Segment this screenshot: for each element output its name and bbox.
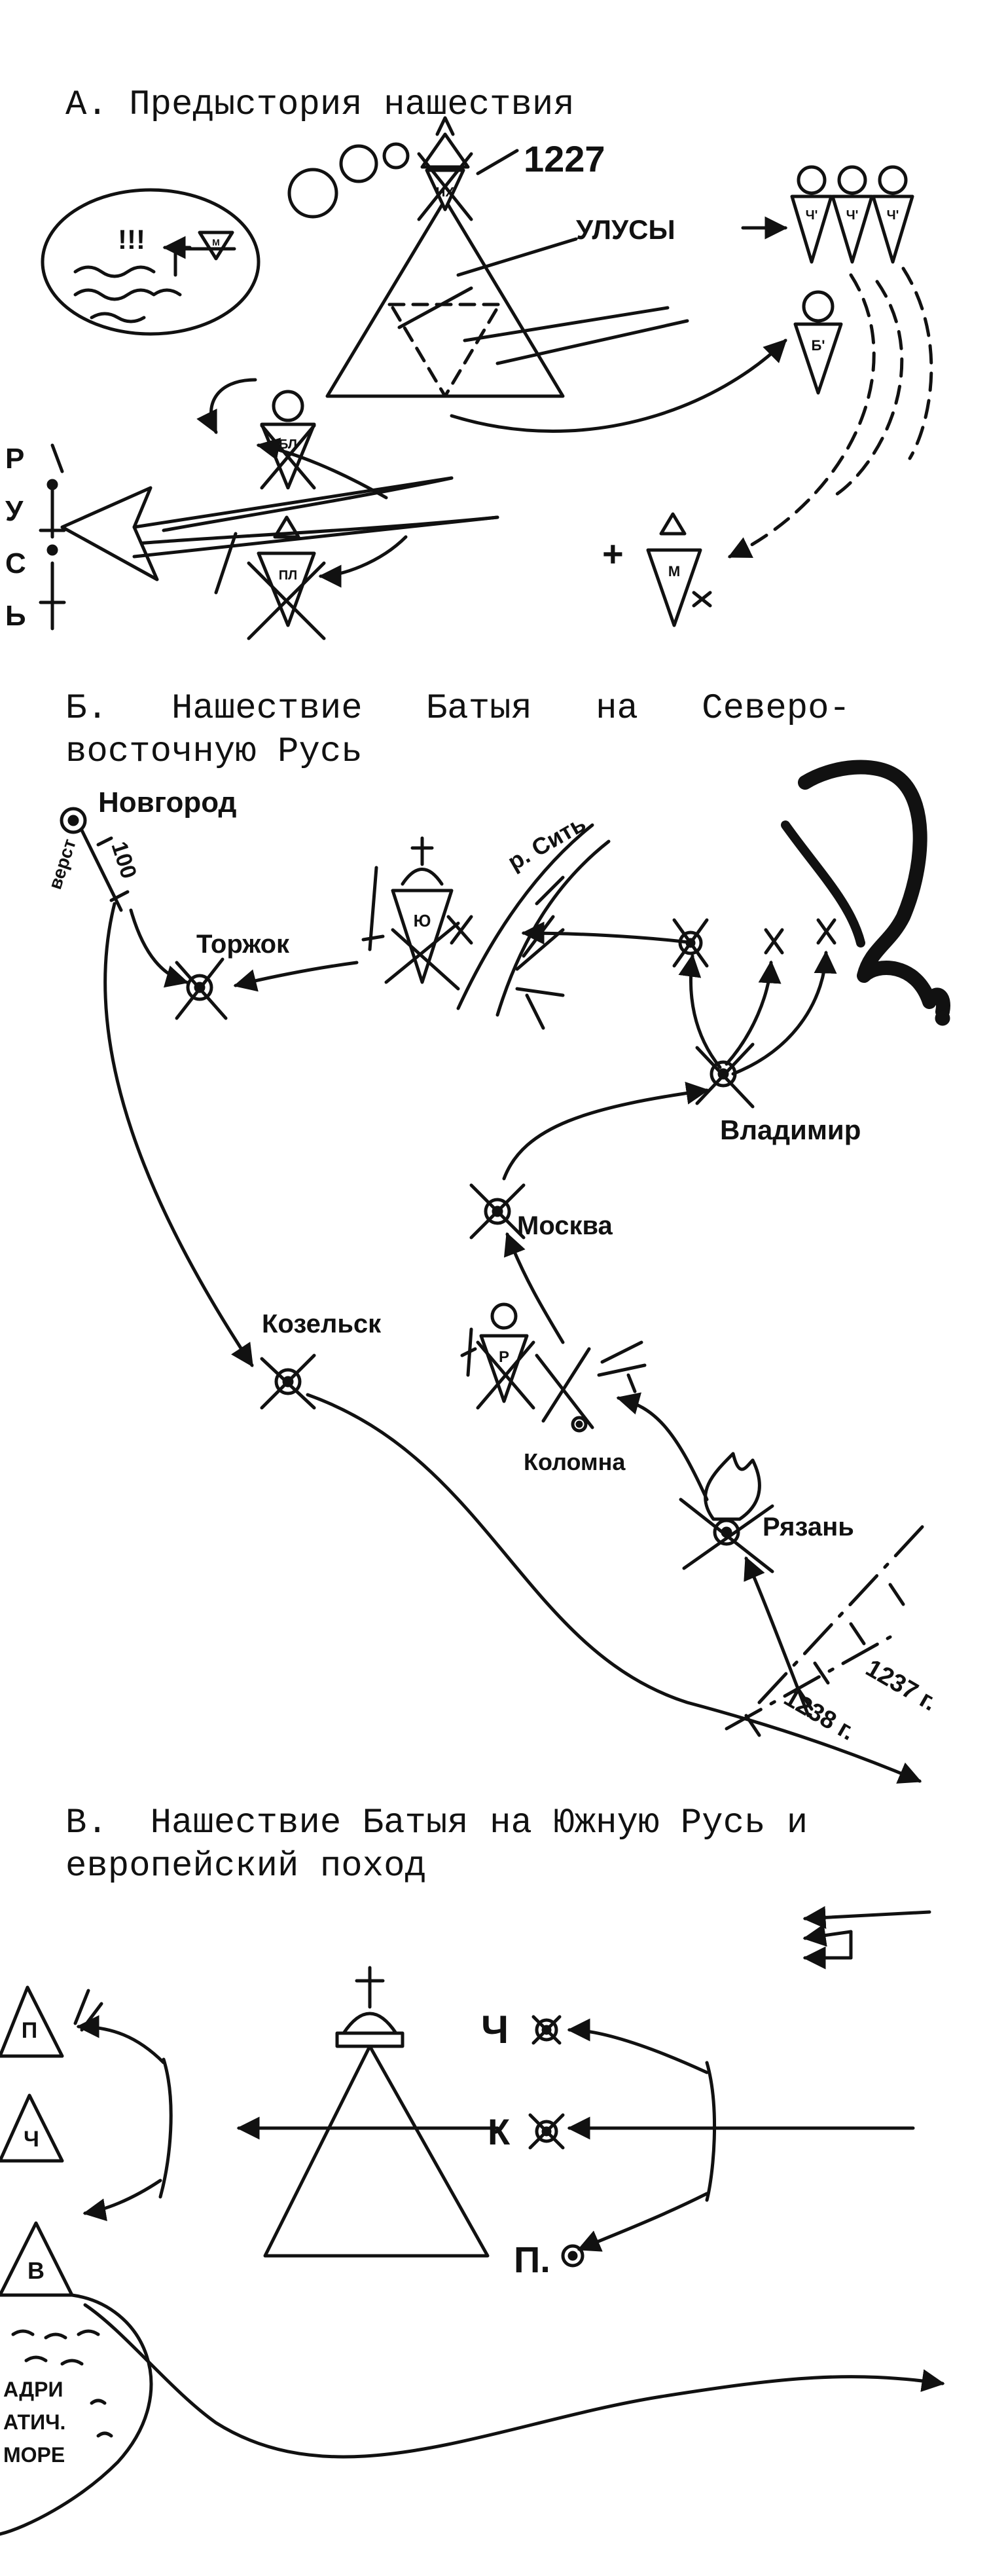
label-sit-river: р. Сить <box>503 809 590 875</box>
r-badge: Р <box>499 1348 509 1366</box>
year-tracks <box>725 1517 931 1737</box>
bl-figure <box>196 378 316 490</box>
left-letter-s: С <box>5 547 26 580</box>
sea-shore <box>0 2293 153 2536</box>
label-1238: 1238 г. <box>780 1684 860 1746</box>
lake-wave-2 <box>73 288 182 301</box>
ulus-badge-3: Ч' <box>887 208 899 223</box>
ch-city-marker <box>531 2015 562 2045</box>
thought-bubble <box>41 142 410 336</box>
lake-mark: !!! <box>118 224 145 255</box>
sea-label-1: АДРИ <box>3 2378 63 2401</box>
diagram-b-labels: Новгород верст 100 Торжок Ю р. Сить Влад… <box>45 786 941 1746</box>
ink-blob <box>798 760 950 1019</box>
left-letter-u: У <box>5 495 24 527</box>
batu-figure <box>450 290 843 433</box>
k-city-label: К <box>488 2111 511 2152</box>
ulus-badge-2: Ч' <box>846 208 859 223</box>
big-left-arrow <box>60 437 499 588</box>
lake-badge: М <box>212 237 220 248</box>
sit-river <box>456 823 611 1030</box>
ch-city-label: Ч <box>481 2008 509 2052</box>
lake-wave-3 <box>90 312 146 323</box>
label-1237: 1237 г. <box>861 1654 942 1716</box>
batu-badge: Б' <box>811 337 825 354</box>
kozelsk-marker <box>260 1353 316 1410</box>
label-ryazan: Рязань <box>763 1513 854 1541</box>
khan-pyramid <box>325 198 689 398</box>
m-badge: М <box>668 563 680 580</box>
p-city-marker <box>561 2244 584 2268</box>
bl-badge: БЛ <box>279 437 297 452</box>
novgorod-marker <box>60 807 130 912</box>
yu-badge: Ю <box>414 911 431 930</box>
label-moskva: Москва <box>517 1211 613 1240</box>
vladimir-marker <box>502 1042 755 1181</box>
sea-label-2: АТИЧ. <box>3 2410 65 2434</box>
left-letter-soft: Ь <box>5 600 26 632</box>
ulus-triangles <box>741 165 914 264</box>
moskva-marker <box>469 1183 565 1344</box>
khan-badge: ЧХ <box>436 185 454 200</box>
kolomna-marker <box>535 1340 709 1501</box>
ch-badge: Ч <box>24 2127 39 2152</box>
lake-figure-icon <box>198 230 234 261</box>
ryazan-marker <box>679 1452 810 1718</box>
torzhok-marker <box>129 908 359 1020</box>
plus-mark: + <box>602 533 624 574</box>
diagram-b <box>60 760 950 1784</box>
label-torzhok: Торжок <box>196 930 290 959</box>
label-vladimir: Владимир <box>720 1114 861 1145</box>
label-novgorod: Новгород <box>98 786 236 819</box>
lake-wave-1 <box>73 265 156 278</box>
ulus-badge-1: Ч' <box>806 208 818 223</box>
sea-label-3: МОРЕ <box>3 2443 65 2467</box>
diagram-a-labels: 1227 ЧХ УЛУСЫ Ч' Ч' Ч' Б' !!! М БЛ ПЛ М … <box>5 138 899 632</box>
ch-triangle <box>0 2093 64 2163</box>
label-hundred: 100 <box>106 839 141 882</box>
label-verst: верст <box>45 836 80 892</box>
lake-shore <box>173 247 236 277</box>
diagram-c <box>0 1905 945 2536</box>
m-figure <box>646 512 712 627</box>
legend-arrows <box>802 1905 931 1970</box>
ulusy-label: УЛУСЫ <box>576 214 675 245</box>
left-letter-r: Р <box>5 443 24 475</box>
section-b-title: Б. Нашествие Батыя на Северо- восточную … <box>65 689 850 772</box>
p-city-label: П. <box>514 2239 550 2280</box>
year-1227: 1227 <box>524 138 605 179</box>
p-badge: П <box>22 2018 37 2043</box>
section-a-title: А. Предыстория нашествия <box>65 85 575 125</box>
pl-badge: ПЛ <box>279 568 297 583</box>
diagram-a <box>39 116 933 640</box>
khan-figure <box>417 116 519 221</box>
crown-icon <box>435 116 455 136</box>
ne-towns <box>672 918 837 1076</box>
label-kolomna: Коломна <box>524 1448 626 1475</box>
section-c-title: В. Нашествие Батыя на Южную Русь и европ… <box>65 1803 808 1886</box>
kiev-church-icon <box>263 1966 490 2258</box>
sea-waves <box>11 2329 113 2438</box>
v-triangle <box>0 2221 74 2297</box>
label-kozelsk: Козельск <box>262 1310 382 1338</box>
khan-cross-2 <box>417 152 473 221</box>
p-triangle <box>0 1985 64 2058</box>
pl-figure <box>214 515 326 640</box>
fire-icon <box>704 1452 761 1521</box>
roman-figure <box>460 1302 535 1410</box>
k-city-marker <box>528 2113 565 2150</box>
v-badge: В <box>27 2257 45 2284</box>
left-marks <box>39 443 66 631</box>
yuri-church-icon <box>361 836 473 991</box>
diagram-c-labels: П Ч В Ч К П. АДРИ АТИЧ. МОРЕ <box>3 2008 550 2467</box>
